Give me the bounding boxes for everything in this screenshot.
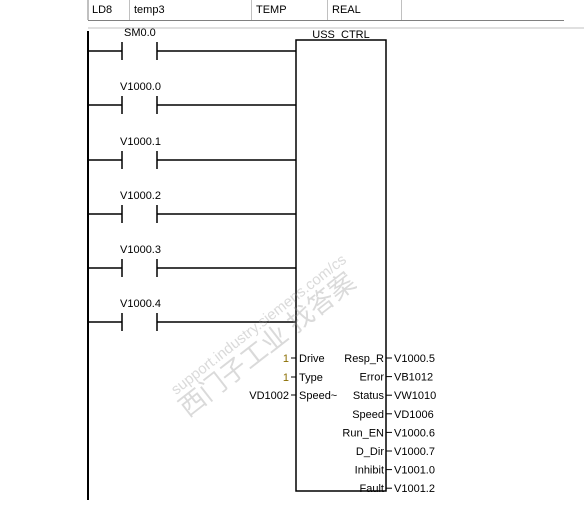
block-output-param[interactable]: Run_EN V1000.6 [342, 427, 435, 439]
contact-address: V1000.1 [120, 136, 161, 148]
block-input-param[interactable]: 1 Drive [283, 353, 325, 365]
output-pin-label: Inhibit [355, 465, 384, 477]
input-value: 1 [283, 372, 289, 384]
var-name-cell[interactable]: temp3 [130, 0, 252, 20]
var-symbol-cell[interactable]: LD8 [88, 0, 130, 20]
block-output-param[interactable]: Fault V1001.2 [360, 483, 435, 495]
output-value: V1001.2 [394, 483, 435, 495]
uss-ctrl-block[interactable] [295, 39, 387, 492]
output-value: VW1010 [394, 390, 436, 402]
contact-rung[interactable]: V1000.1OFF2 [88, 136, 327, 169]
output-pin-label: Error [360, 372, 385, 384]
output-pin-label: D_Dir [356, 446, 384, 458]
data-type-cell[interactable]: REAL [328, 0, 402, 20]
output-value: V1000.5 [394, 353, 435, 365]
contact-address: V1000.4 [120, 298, 161, 310]
contact-address: V1000.3 [120, 244, 161, 256]
output-pin-label: Fault [360, 483, 384, 495]
block-output-param[interactable]: Speed VD1006 [352, 409, 434, 421]
block-output-param[interactable]: Inhibit V1001.0 [355, 465, 435, 477]
output-pin-label: Speed [352, 409, 384, 421]
output-pin-label: Status [353, 390, 385, 402]
contact-rung[interactable]: V1000.0RUN [88, 81, 323, 114]
output-pin-label: Resp_R [344, 353, 384, 365]
block-output-param[interactable]: Status VW1010 [353, 390, 436, 402]
contact-rung[interactable]: V1000.2OFF3 [88, 190, 327, 223]
input-pin-label: Drive [299, 353, 325, 365]
contact-address: V1000.2 [120, 190, 161, 202]
output-value: V1001.0 [394, 465, 435, 477]
block-output-param[interactable]: Resp_R V1000.5 [344, 353, 435, 365]
contact-address: SM0.0 [124, 27, 156, 39]
output-value: V1000.7 [394, 446, 435, 458]
output-pin-label: Run_EN [342, 427, 384, 439]
variable-table-row[interactable]: LD8 temp3 TEMP REAL [88, 0, 564, 21]
block-input-param[interactable]: 1 Type [283, 372, 323, 384]
input-pin-label: Type [299, 372, 323, 384]
contact-rung[interactable]: V1000.4DIR [88, 298, 318, 331]
contact-rung[interactable]: SM0.0EN [88, 27, 314, 60]
block-input-param[interactable]: VD1002 Speed~ [249, 390, 337, 402]
block-output-param[interactable]: Error VB1012 [360, 372, 434, 384]
output-value: V1000.6 [394, 427, 435, 439]
output-value: VD1006 [394, 409, 434, 421]
input-value: VD1002 [249, 390, 289, 402]
var-type-cell[interactable]: TEMP [252, 0, 328, 20]
input-value: 1 [283, 353, 289, 365]
contact-address: V1000.0 [120, 81, 161, 93]
block-output-param[interactable]: D_Dir V1000.7 [356, 446, 435, 458]
input-pin-label: Speed~ [299, 390, 337, 402]
block-title: USS_CTRL [312, 29, 369, 41]
output-value: VB1012 [394, 372, 433, 384]
